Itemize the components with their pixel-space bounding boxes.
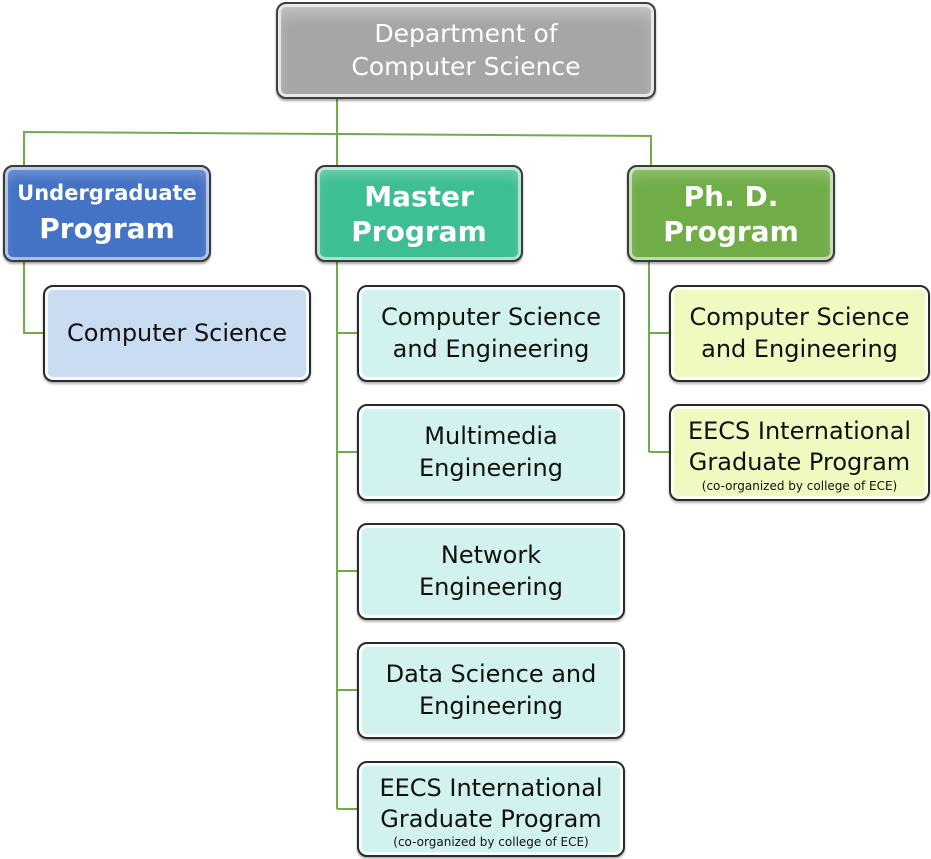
master-child-2-line-2: Engineering	[419, 453, 563, 482]
master-child-3-line-1: Network	[440, 541, 542, 570]
master-child-5-note: (co-organized by college of ECE)	[393, 835, 589, 850]
program-phd: Ph. D. Program	[627, 165, 835, 262]
phd-child-2-line-2: Graduate Program	[688, 448, 911, 477]
program-master-line-2: Program	[351, 214, 487, 248]
master-child-5-line-2: Graduate Program	[380, 804, 602, 833]
ug-child-computer-science: Computer Science	[43, 285, 311, 382]
phd-child-1-line-1: Computer Science	[689, 303, 910, 332]
master-child-4-line-1: Data Science and	[385, 660, 597, 689]
root-title-line-1: Department of	[374, 19, 558, 48]
root-node-department: Department of Computer Science	[276, 2, 656, 99]
master-child-eecs-international: EECS International Graduate Program (co-…	[357, 761, 625, 857]
program-phd-line-2: Program	[663, 214, 799, 248]
program-master: Master Program	[315, 165, 523, 262]
program-master-line-1: Master	[364, 179, 474, 213]
master-child-5-line-1: EECS International	[379, 773, 603, 802]
master-child-network: Network Engineering	[357, 523, 625, 620]
master-child-4-line-2: Engineering	[419, 691, 563, 720]
connector-ug-child	[23, 262, 43, 334]
master-child-data-science: Data Science and Engineering	[357, 642, 625, 739]
ug-child-line-1: Computer Science	[67, 318, 287, 347]
phd-child-2-note: (co-organized by college of ECE)	[701, 478, 898, 493]
connector-branch-bar	[23, 130, 652, 165]
master-child-multimedia: Multimedia Engineering	[357, 404, 625, 501]
master-child-1-line-1: Computer Science	[381, 303, 601, 332]
phd-child-cse: Computer Science and Engineering	[669, 285, 930, 382]
phd-child-2-line-1: EECS International	[687, 417, 912, 446]
program-phd-line-1: Ph. D.	[683, 179, 779, 213]
program-undergraduate-line-1: Undergraduate	[17, 180, 197, 205]
program-undergraduate-line-2: Program	[39, 211, 175, 245]
program-undergraduate: Undergraduate Program	[3, 165, 211, 262]
phd-child-eecs-international: EECS International Graduate Program (co-…	[669, 404, 930, 501]
master-child-cse: Computer Science and Engineering	[357, 285, 625, 382]
root-title-line-2: Computer Science	[351, 51, 581, 81]
master-child-2-line-1: Multimedia	[424, 422, 558, 451]
phd-child-1-line-2: and Engineering	[701, 334, 898, 363]
master-child-3-line-2: Engineering	[419, 572, 563, 601]
master-child-1-line-2: and Engineering	[392, 334, 590, 363]
